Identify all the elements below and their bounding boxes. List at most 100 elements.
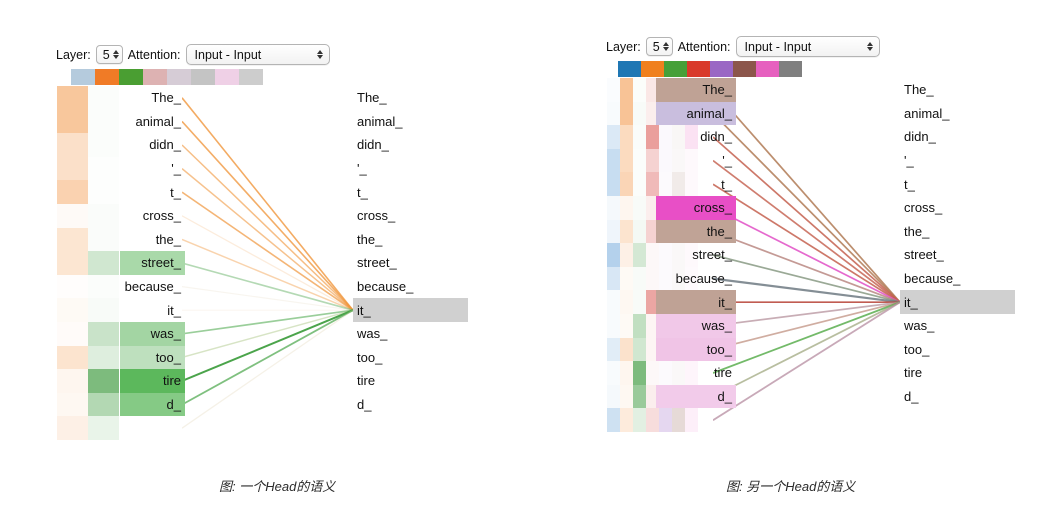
token-was_[interactable]: was_ [120,321,185,346]
token-cross_[interactable]: cross_ [120,204,185,228]
token-blank[interactable] [656,408,736,432]
target-token-column-right[interactable]: The_animal_didn_'_t_cross_the_street_bec… [900,78,1015,408]
token-didn_[interactable]: didn_ [656,125,736,149]
heatmap-cell [88,298,119,322]
heatmap-cell [88,321,119,346]
token-label: because_ [904,271,961,287]
head-swatch-6[interactable] [215,69,239,85]
attention-select[interactable]: Input - Input [185,44,330,65]
token-the_[interactable]: the_ [120,228,185,252]
token-it_[interactable]: it_ [120,298,185,322]
token-street_[interactable]: street_ [900,243,1015,267]
heatmap-cell [620,408,633,432]
token-too_[interactable]: too_ [120,345,185,370]
layer-stepper[interactable]: 5 [95,45,123,64]
heatmap-cell [88,133,119,157]
source-token-column-left[interactable]: The_animal_didn_'_t_cross_the_street_bec… [120,86,185,440]
token-The_[interactable]: The_ [120,86,185,110]
token-was_[interactable]: was_ [900,314,1015,338]
token-t_[interactable]: t_ [900,172,1015,196]
token-'_[interactable]: '_ [656,149,736,173]
token-didn_[interactable]: didn_ [353,133,468,157]
token-the_[interactable]: the_ [900,220,1015,244]
token-t_[interactable]: t_ [353,180,468,204]
token-too_[interactable]: too_ [900,338,1015,362]
token-label: animal_ [357,113,403,129]
token-label: tire [713,365,732,381]
heatmap-cell [607,78,620,102]
token-The_[interactable]: The_ [900,78,1015,102]
token-t_[interactable]: t_ [120,180,185,204]
token-tire[interactable]: tire [656,361,736,385]
target-token-column-left[interactable]: The_ animal_ didn_'_t_cross_the_street_bec… [353,86,468,416]
head-color-strip-right[interactable] [618,61,802,77]
token-was_[interactable]: was_ [353,322,468,346]
token-cross_[interactable]: cross_ [656,195,736,220]
token-tire[interactable]: tire [353,369,468,393]
head-swatch-2[interactable] [664,61,687,77]
token-The_[interactable]: The_ [353,86,468,110]
token-it_[interactable]: it_ [656,290,736,314]
token-because_[interactable]: because_ [900,267,1015,291]
token-cross_[interactable]: cross_ [900,196,1015,220]
head-swatch-1[interactable] [641,61,664,77]
head-swatch-1[interactable] [95,69,119,85]
token-cross_[interactable]: cross_ [353,204,468,228]
head-swatch-7[interactable] [779,61,802,77]
token-because_[interactable]: because_ [120,275,185,299]
token-the_[interactable]: the_ [656,219,736,244]
token-street_[interactable]: street_ [656,243,736,267]
token-street_[interactable]: street_ [120,251,185,275]
layer-label: Layer: [606,39,641,54]
heatmap-cell [57,392,88,417]
token-street_[interactable]: street_ [353,251,468,275]
head-swatch-7[interactable] [239,69,263,85]
attention-edge [713,159,901,303]
head-swatch-5[interactable] [191,69,215,85]
token-d_[interactable]: d_ [656,384,736,409]
token-animal_[interactable]: animal_ [353,110,468,134]
layer-stepper[interactable]: 5 [645,37,673,56]
heatmap-cell [57,86,88,110]
token-blank[interactable] [120,416,185,440]
token-didn_[interactable]: didn_ [900,125,1015,149]
source-token-column-right[interactable]: The_animal_didn_'_t_cross_the_street_bec… [656,78,736,432]
token-too_[interactable]: too_ [353,346,468,370]
token-it_[interactable]: it_ [900,290,1015,314]
token-'_[interactable]: '_ [900,149,1015,173]
token-The_[interactable]: The_ [656,78,736,102]
heatmap-cell [57,274,88,299]
token-was_[interactable]: was_ [656,313,736,338]
token-animal_[interactable]: animal_ [656,101,736,126]
head-swatch-4[interactable] [167,69,191,85]
attention-select[interactable]: Input - Input [735,36,880,57]
token-too_[interactable]: too_ [656,337,736,362]
heatmap-cell [633,78,646,102]
token-d_[interactable]: d_ [120,392,185,417]
heatmap-cell [633,408,646,432]
token-d_[interactable]: d_ [900,385,1015,409]
token-'_[interactable]: '_ [120,157,185,181]
head-swatch-3[interactable] [687,61,710,77]
token-tire[interactable]: tire [900,361,1015,385]
token-the_[interactable]: the_ [353,228,468,252]
token-because_[interactable]: because_ [656,267,736,291]
token-animal_[interactable]: animal_ [900,102,1015,126]
head-swatch-0[interactable] [71,69,95,85]
token-t_[interactable]: t_ [656,172,736,196]
token-animal_[interactable]: animal_ [120,110,185,134]
head-color-strip-left[interactable] [71,69,263,85]
token-didn_[interactable]: didn_ [120,133,185,157]
token-tire[interactable]: tire [120,369,185,393]
token-d_[interactable]: d_ [353,393,468,417]
token-it_[interactable]: it_ [353,298,468,322]
head-swatch-4[interactable] [710,61,733,77]
token-'_[interactable]: '_ [353,157,468,181]
head-swatch-3[interactable] [143,69,167,85]
head-swatch-0[interactable] [618,61,641,77]
heatmap-cell [646,408,659,432]
head-swatch-6[interactable] [756,61,779,77]
token-because_[interactable]: because_ [353,275,468,299]
head-swatch-5[interactable] [733,61,756,77]
head-swatch-2[interactable] [119,69,143,85]
